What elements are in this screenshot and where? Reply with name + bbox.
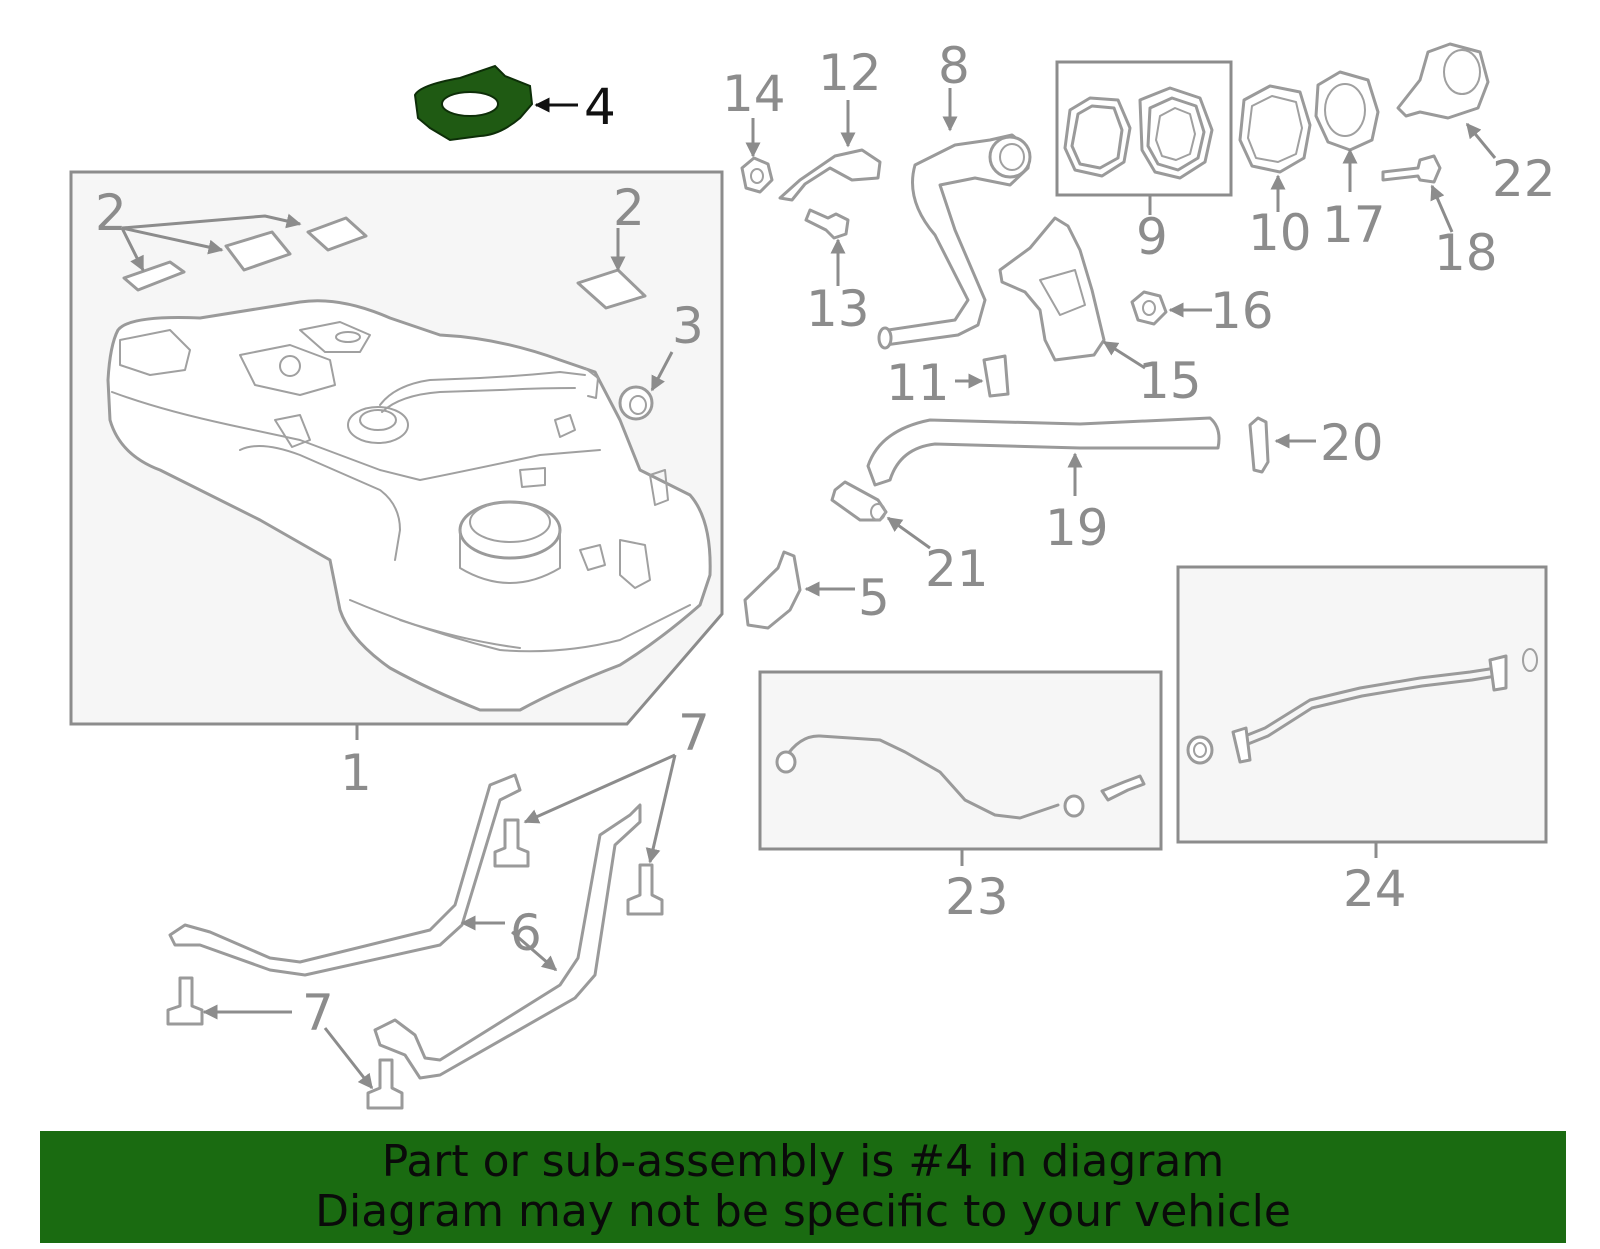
callout-6: 6 <box>510 904 542 962</box>
callout-19: 19 <box>1045 499 1109 557</box>
strap-right <box>373 803 642 1080</box>
banner-line-2: Diagram may not be specific to your vehi… <box>315 1186 1291 1237</box>
callout-4: 4 <box>584 78 616 136</box>
callout-11: 11 <box>886 354 950 412</box>
bracket-15 <box>998 216 1146 370</box>
callout-20: 20 <box>1320 414 1384 472</box>
bracket-12 <box>778 100 882 202</box>
callout-labels: 1 2 2 3 4 5 6 7 7 8 9 10 11 12 13 14 15 … <box>95 37 1556 1042</box>
callout-18: 18 <box>1434 224 1498 282</box>
callout-14: 14 <box>722 65 786 123</box>
clip-11 <box>955 354 1010 398</box>
callout-1: 1 <box>340 744 372 802</box>
callout-7-bottom: 7 <box>302 984 334 1042</box>
callout-16: 16 <box>1210 282 1274 340</box>
callout-5: 5 <box>858 569 890 627</box>
info-banner: Part or sub-assembly is #4 in diagram Di… <box>40 1131 1566 1243</box>
callout-10: 10 <box>1248 204 1312 262</box>
gasket-box-9 <box>1055 60 1233 215</box>
grommet <box>618 351 674 421</box>
hose-19 <box>866 416 1221 496</box>
banner-line-1: Part or sub-assembly is #4 in diagram <box>381 1136 1225 1187</box>
clamp-20 <box>1248 416 1316 474</box>
callout-15: 15 <box>1138 352 1202 410</box>
callout-3: 3 <box>672 297 704 355</box>
clamp-21 <box>830 480 931 550</box>
gasket-10 <box>1238 84 1312 212</box>
fuel-tank <box>106 299 712 712</box>
bolts-7 <box>166 753 677 1110</box>
callout-2-right: 2 <box>613 179 645 237</box>
pads <box>122 216 647 310</box>
strap-left <box>168 773 522 977</box>
callout-7-top: 7 <box>678 704 710 762</box>
housing-17 <box>1314 70 1380 192</box>
nut-14 <box>740 118 774 194</box>
bolt-18 <box>1381 154 1454 233</box>
callout-17: 17 <box>1322 196 1386 254</box>
callout-12: 12 <box>818 44 882 102</box>
fuel-cap-22 <box>1396 42 1497 159</box>
callout-24: 24 <box>1343 860 1407 918</box>
bracket-5 <box>743 550 855 630</box>
highlighted-part-4 <box>413 64 578 142</box>
callout-22: 22 <box>1492 150 1556 208</box>
callout-2-left: 2 <box>95 184 127 242</box>
callout-8: 8 <box>938 37 970 95</box>
hose-assembly-box-23 <box>758 670 1163 866</box>
filler-neck <box>877 88 1032 350</box>
callout-21: 21 <box>925 540 989 598</box>
pad-leaders <box>120 213 626 272</box>
bolt-13 <box>804 208 850 286</box>
callout-13: 13 <box>806 280 870 338</box>
hose-assembly-box-24 <box>1176 565 1548 858</box>
callout-9: 9 <box>1136 208 1168 266</box>
nut-16 <box>1130 290 1212 326</box>
callout-23: 23 <box>945 868 1009 926</box>
